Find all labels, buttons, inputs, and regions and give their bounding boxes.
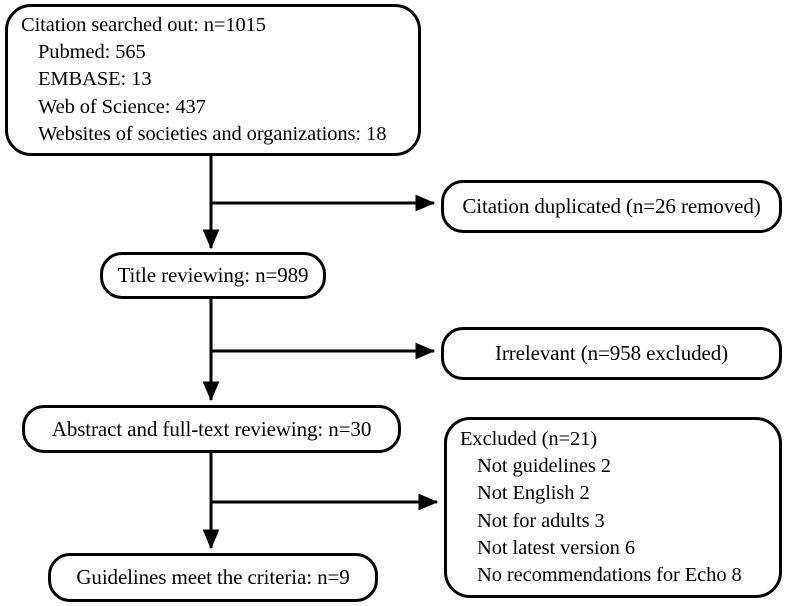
- excluded-total-line: Excluded (n=21): [460, 427, 598, 450]
- excluded-reason-not-for-adults: Not for adults 3: [477, 509, 605, 532]
- search-total-line: Citation searched out: n=1015: [21, 13, 266, 36]
- search-source-pubmed: Pubmed: 565: [38, 41, 146, 64]
- citation-search-box: Citation searched out: n=1015 Pubmed: 56…: [5, 4, 421, 156]
- irrelevant-label: Irrelevant (n=958 excluded): [494, 341, 729, 366]
- guidelines-meet-criteria-label: Guidelines meet the criteria: n=9: [76, 565, 350, 590]
- abstract-fulltext-label: Abstract and full-text reviewing: n=30: [51, 416, 372, 441]
- guidelines-meet-criteria-box: Guidelines meet the criteria: n=9: [48, 553, 378, 602]
- title-reviewing-label: Title reviewing: n=989: [117, 263, 309, 288]
- abstract-fulltext-reviewing-box: Abstract and full-text reviewing: n=30: [22, 405, 401, 453]
- citation-duplicated-label: Citation duplicated (n=26 removed): [462, 194, 761, 219]
- search-source-websites: Websites of societies and organizations:…: [38, 122, 387, 145]
- search-source-web-of-science: Web of Science: 437: [38, 95, 206, 118]
- excluded-reason-no-recommendations-echo: No recommendations for Echo 8: [477, 564, 742, 586]
- search-source-embase: EMBASE: 13: [38, 68, 152, 91]
- title-reviewing-box: Title reviewing: n=989: [100, 252, 326, 299]
- excluded-reasons-box: Excluded (n=21) Not guidelines 2 Not Eng…: [444, 417, 782, 598]
- irrelevant-box: Irrelevant (n=958 excluded): [441, 327, 782, 380]
- excluded-reason-not-latest-version: Not latest version 6: [477, 536, 635, 559]
- citation-duplicated-box: Citation duplicated (n=26 removed): [441, 180, 782, 233]
- excluded-reason-not-guidelines: Not guidelines 2: [477, 455, 611, 477]
- excluded-reason-not-english: Not English 2: [477, 482, 590, 505]
